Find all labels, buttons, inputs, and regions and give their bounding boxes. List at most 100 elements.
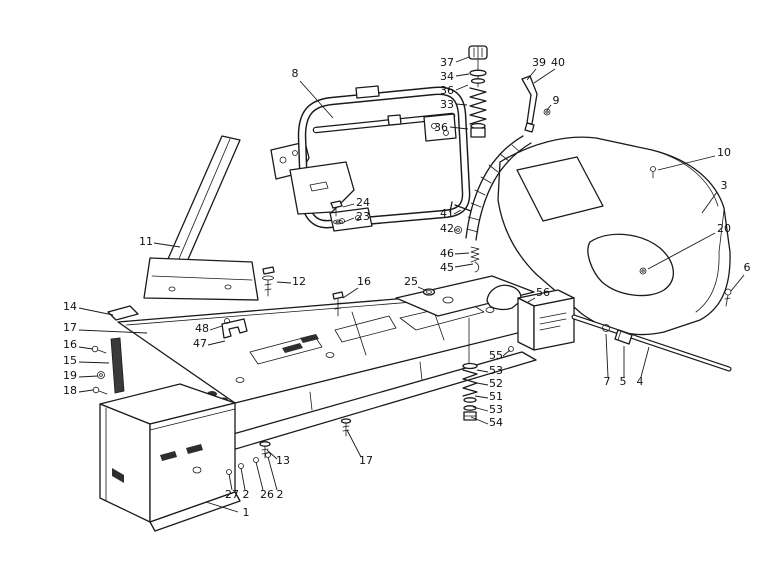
hatched-tube	[465, 135, 532, 241]
box-slot	[112, 468, 124, 483]
bolt-10	[650, 166, 656, 172]
leader-line-34	[455, 73, 470, 77]
chassis-frame-part-1	[99, 289, 563, 532]
callout-48-30: 48	[195, 322, 209, 335]
side-panel-part-3	[497, 136, 732, 336]
leader-line-46	[454, 252, 470, 255]
callout-9-7: 9	[553, 94, 560, 107]
top-u-bracket	[355, 85, 380, 99]
leader-line-2	[267, 456, 278, 491]
leader-line-8	[299, 80, 334, 119]
bolt-24-washer-23	[330, 200, 343, 225]
callout-41-13: 41	[440, 207, 454, 220]
callout-3-10: 3	[721, 179, 728, 192]
leader-line-13	[266, 449, 278, 460]
callout-24-11: 24	[356, 196, 370, 209]
leader-line-56	[527, 297, 536, 303]
bolt-12	[262, 266, 275, 297]
washer-51	[463, 397, 477, 403]
callout-11-18: 11	[139, 235, 153, 248]
collar-5	[614, 329, 633, 345]
bolt-16-center	[332, 291, 344, 317]
callout-16-20: 16	[357, 275, 371, 288]
pad-strip-15	[110, 337, 125, 394]
leader-line-9	[546, 104, 552, 111]
bolt-48	[224, 318, 230, 324]
callout-45-16: 45	[440, 261, 454, 274]
leader-line-1	[205, 501, 239, 513]
bolt-20	[639, 267, 647, 275]
callout-5-39: 5	[620, 375, 627, 388]
callout-37-0: 37	[440, 56, 454, 69]
leader-line-33	[455, 103, 468, 106]
callout-17-42: 17	[359, 454, 373, 467]
leader-line-4	[640, 346, 650, 378]
box-slot	[186, 444, 203, 454]
leader-line-20	[647, 232, 716, 270]
callout-23-12: 23	[356, 210, 370, 223]
bracket-box-56	[508, 289, 575, 352]
latch-hook	[486, 284, 522, 311]
callout-4-40: 4	[637, 375, 644, 388]
leader-line-6	[730, 274, 745, 292]
leader-line-53	[476, 369, 489, 373]
leader-line-14	[78, 307, 114, 316]
callout-14-24: 14	[63, 300, 77, 313]
leader-line-16	[78, 346, 94, 350]
callout-2-44: 2	[243, 488, 250, 501]
left-small-parts	[91, 337, 125, 395]
box-slot	[160, 451, 177, 461]
leader-line-3	[701, 191, 718, 214]
callout-17-25: 17	[63, 321, 77, 334]
bolt-13	[259, 441, 271, 459]
leader-line-51	[474, 395, 489, 399]
callout-12-19: 12	[292, 275, 306, 288]
callout-26-45: 26	[260, 488, 274, 501]
leader-line-40	[533, 68, 556, 84]
clamp-parts-47-48	[221, 318, 248, 339]
deck-cutout	[249, 334, 323, 365]
leader-line-15	[78, 361, 110, 364]
deck-slot	[300, 334, 319, 343]
callout-42-14: 42	[440, 222, 454, 235]
callout-13-41: 13	[276, 454, 290, 467]
leader-line-16	[342, 287, 359, 299]
bolt-6	[724, 288, 732, 296]
callout-16-26: 16	[63, 338, 77, 351]
leader-line-11	[153, 242, 181, 248]
callout-6-23: 6	[744, 261, 751, 274]
callout-40-6: 40	[551, 56, 565, 69]
callout-36-4: 36	[434, 121, 448, 134]
callout-33-3: 33	[440, 98, 454, 111]
spring-46-45	[470, 246, 480, 273]
leader-line-52	[476, 382, 489, 386]
callout-36-2: 36	[440, 84, 454, 97]
leader-line-54	[470, 416, 489, 425]
bolt-55	[508, 346, 514, 352]
bolt-18	[92, 386, 100, 394]
callout-19-28: 19	[63, 369, 77, 382]
callout-56-22: 56	[536, 286, 550, 299]
bolt-9	[543, 108, 551, 116]
leader-line-2	[240, 467, 246, 491]
spring-33	[469, 87, 487, 125]
callout-8-8: 8	[292, 67, 299, 80]
callout-18-29: 18	[63, 384, 77, 397]
leader-line-47	[207, 340, 226, 346]
callout-39-5: 39	[532, 56, 546, 69]
rod-part-4	[571, 314, 732, 372]
leader-line-53	[472, 406, 489, 412]
leader-line-36	[455, 84, 469, 91]
callout-52-34: 52	[489, 377, 503, 390]
crossbar-clamp	[387, 114, 402, 126]
callout-10-9: 10	[717, 146, 731, 159]
washer-53-top	[462, 362, 478, 370]
washer-53-bottom	[463, 405, 477, 411]
lever-parts-39-40	[521, 75, 551, 133]
leader-line-37	[455, 56, 470, 63]
callout-53-36: 53	[489, 403, 503, 416]
callout-2-46: 2	[277, 488, 284, 501]
leader-line-7	[605, 333, 609, 378]
